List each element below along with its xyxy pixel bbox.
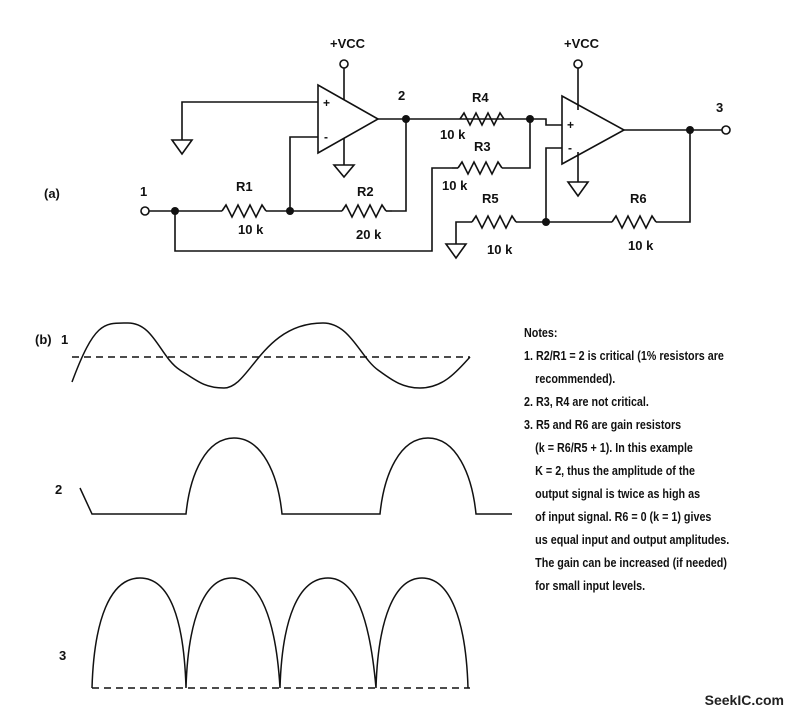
note-line-4: 3. R5 and R6 are gain resistors — [524, 418, 682, 432]
opamp-1-minus: - — [324, 130, 328, 144]
note-line-3: 2. R3, R4 are not critical. — [524, 395, 649, 409]
r5-value: 10 k — [487, 242, 513, 257]
wave-3-fullwave — [91, 577, 469, 689]
ground-icon — [566, 181, 590, 198]
r1-value: 10 k — [238, 222, 264, 237]
r3-value: 10 k — [442, 178, 468, 193]
r4-value: 10 k — [440, 127, 466, 142]
note-line-10: The gain can be increased (if needed) — [535, 556, 727, 570]
note-line-11: for small input levels. — [535, 579, 646, 593]
note-line-8: of input signal. R6 = 0 (k = 1) gives — [535, 510, 712, 524]
resistor-r3 — [457, 160, 503, 176]
resistor-r4 — [459, 111, 505, 127]
notes-title: Notes: — [524, 326, 558, 340]
r2-value: 20 k — [356, 227, 382, 242]
note-line-9: us equal input and output amplitudes. — [535, 533, 730, 547]
vcc-left-label: +VCC — [330, 36, 366, 51]
ground-icon — [170, 139, 194, 156]
resistor-r2 — [341, 203, 387, 219]
opamp-2 — [561, 94, 626, 166]
note-line-1: 1. R2/R1 = 2 is critical (1% resistors a… — [524, 349, 724, 363]
r6-name: R6 — [630, 191, 647, 206]
r3-name: R3 — [474, 139, 491, 154]
r4-name: R4 — [472, 90, 489, 105]
node-2-label: 2 — [398, 88, 405, 103]
wave-2-label: 2 — [55, 482, 62, 497]
wave-1-label: 1 — [61, 332, 68, 347]
part-a-label: (a) — [44, 186, 60, 201]
r6-value: 10 k — [628, 238, 654, 253]
node-3-label: 3 — [716, 100, 723, 115]
ground-icon — [332, 164, 356, 179]
r1-name: R1 — [236, 179, 253, 194]
wave-1-sine — [71, 322, 471, 389]
note-line-2: recommended). — [535, 372, 616, 386]
wave-3-label: 3 — [59, 648, 66, 663]
watermark: SeekIC.com — [704, 692, 784, 708]
opamp-1 — [317, 83, 380, 155]
opamp-1-plus: + — [323, 96, 330, 110]
resistor-r5 — [471, 214, 517, 230]
note-line-5: (k = R6/R5 + 1). In this example — [535, 441, 693, 455]
note-line-6: K = 2, thus the amplitude of the — [535, 464, 695, 478]
resistor-r6 — [611, 214, 657, 230]
r2-name: R2 — [357, 184, 374, 199]
wave-2-halfwave — [79, 437, 512, 515]
vcc-right-label: +VCC — [564, 36, 600, 51]
resistor-r1 — [221, 203, 267, 219]
part-b-label: (b) — [35, 332, 52, 347]
opamp-2-plus: + — [567, 118, 574, 132]
node-1-label: 1 — [140, 184, 147, 199]
ground-icon — [444, 243, 468, 260]
notes-panel: Notes: 1. R2/R1 = 2 is critical (1% resi… — [524, 322, 752, 598]
note-line-7: output signal is twice as high as — [535, 487, 701, 501]
r5-name: R5 — [482, 191, 499, 206]
opamp-2-minus: - — [568, 141, 572, 155]
